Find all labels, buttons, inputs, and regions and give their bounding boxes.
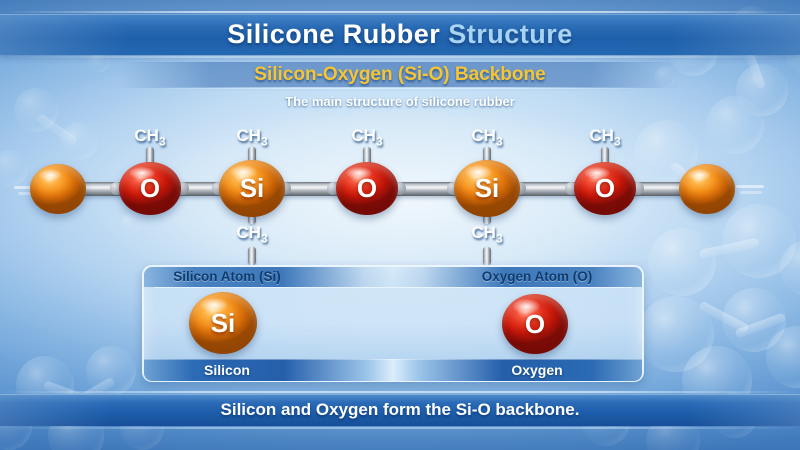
background-molecule xyxy=(780,240,800,296)
silicon-label: Silicon xyxy=(204,362,250,378)
methyl-bond xyxy=(146,147,154,175)
atom-symbol: O xyxy=(356,173,378,203)
methyl-bond xyxy=(363,147,371,175)
methyl-group-label: CH3 xyxy=(236,126,268,149)
chain-oxygen-atom: O xyxy=(119,162,181,215)
title-bar: Silicone Rubber Structure xyxy=(0,11,800,58)
legend-panel: Silicon Atom (Si) Oxygen Atom (O) Si O S… xyxy=(142,265,644,382)
atom-symbol: Si xyxy=(474,173,500,203)
background-molecule xyxy=(706,96,764,154)
chain-continuation-dash xyxy=(736,185,764,188)
chain-silicon-atom: Si xyxy=(454,160,520,217)
page-title-main: Silicone Rubber xyxy=(227,19,441,49)
legend-silicon-atom: Si xyxy=(189,292,257,354)
oxygen-label: Oxygen xyxy=(511,362,563,378)
background-molecule xyxy=(120,214,140,234)
subtitle-heading: Silicon-Oxygen (Si-O) Backbone xyxy=(254,64,546,85)
atom-symbol: Si xyxy=(210,307,236,338)
methyl-group-label: CH3 xyxy=(471,223,503,246)
chain-oxygen-atom: O xyxy=(574,162,636,215)
page-title: Silicone Rubber Structure xyxy=(0,14,800,55)
atom-symbol: O xyxy=(594,173,616,203)
background-molecule xyxy=(14,88,58,132)
chain-silicon-atom: Si xyxy=(219,160,285,217)
background-molecule xyxy=(736,64,788,116)
footer-ribbon: Silicon and Oxygen form the Si-O backbon… xyxy=(0,391,800,429)
chain-terminal-atom xyxy=(679,164,735,214)
legend-label-strip: Silicon Oxygen xyxy=(144,359,642,381)
subtitle-caption: The main structure of silicone rubber xyxy=(285,94,515,109)
subtitle-band: Silicon-Oxygen (Si-O) Backbone xyxy=(120,62,680,89)
methyl-bond xyxy=(601,147,609,175)
chain-continuation-dash xyxy=(740,191,762,194)
silicon-legend-header: Silicon Atom (Si) xyxy=(144,267,394,287)
chain-terminal-atom xyxy=(30,164,86,214)
caption-band: The main structure of silicone rubber xyxy=(160,91,640,113)
background-molecule xyxy=(60,122,98,160)
methyl-group-label: CH3 xyxy=(134,126,166,149)
background-molecule xyxy=(722,204,796,278)
methyl-group-label: CH3 xyxy=(236,223,268,246)
methyl-group-label: CH3 xyxy=(589,126,621,149)
background-molecule xyxy=(648,228,716,296)
footer-text: Silicon and Oxygen form the Si-O backbon… xyxy=(220,400,580,419)
atom-symbol: Si xyxy=(239,173,265,203)
oxygen-legend-header: Oxygen Atom (O) xyxy=(392,267,642,287)
methyl-group-label: CH3 xyxy=(351,126,383,149)
connector-to-panel xyxy=(248,247,256,265)
background-molecule xyxy=(88,50,110,72)
chain-oxygen-atom: O xyxy=(336,162,398,215)
background-molecule xyxy=(86,346,136,396)
atom-symbol: O xyxy=(524,308,546,339)
page-title-accent: Structure xyxy=(448,19,573,49)
chain-continuation-dash xyxy=(14,186,40,189)
connector-to-panel xyxy=(483,247,491,265)
background-molecule xyxy=(0,150,28,186)
atom-symbol: O xyxy=(139,173,161,203)
methyl-group-label: CH3 xyxy=(471,126,503,149)
background-molecule xyxy=(722,288,786,352)
chain-continuation-dash xyxy=(18,192,38,195)
legend-oxygen-atom: O xyxy=(502,294,568,354)
background-molecule xyxy=(638,296,714,372)
